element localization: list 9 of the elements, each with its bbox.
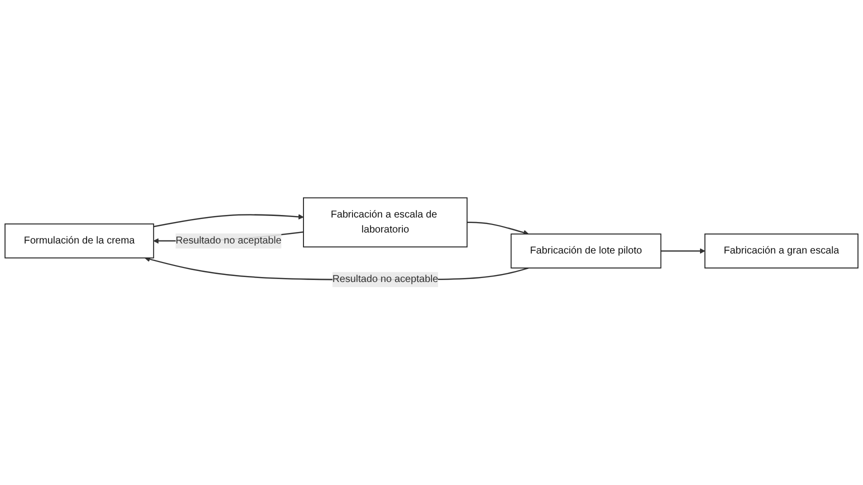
arrow	[153, 214, 304, 228]
arrow	[660, 248, 706, 254]
arrow	[467, 222, 529, 236]
node-box: Fabricación a gran escala	[704, 234, 858, 268]
node-box: Fabricación a escala de laboratorio	[302, 197, 468, 248]
node-box: Formulación de la crema	[4, 223, 154, 258]
edge-label: Resultado no aceptable	[176, 235, 282, 246]
edge-label: Resultado no aceptable	[332, 274, 438, 285]
node-box: Fabricación de lote piloto	[510, 234, 662, 268]
